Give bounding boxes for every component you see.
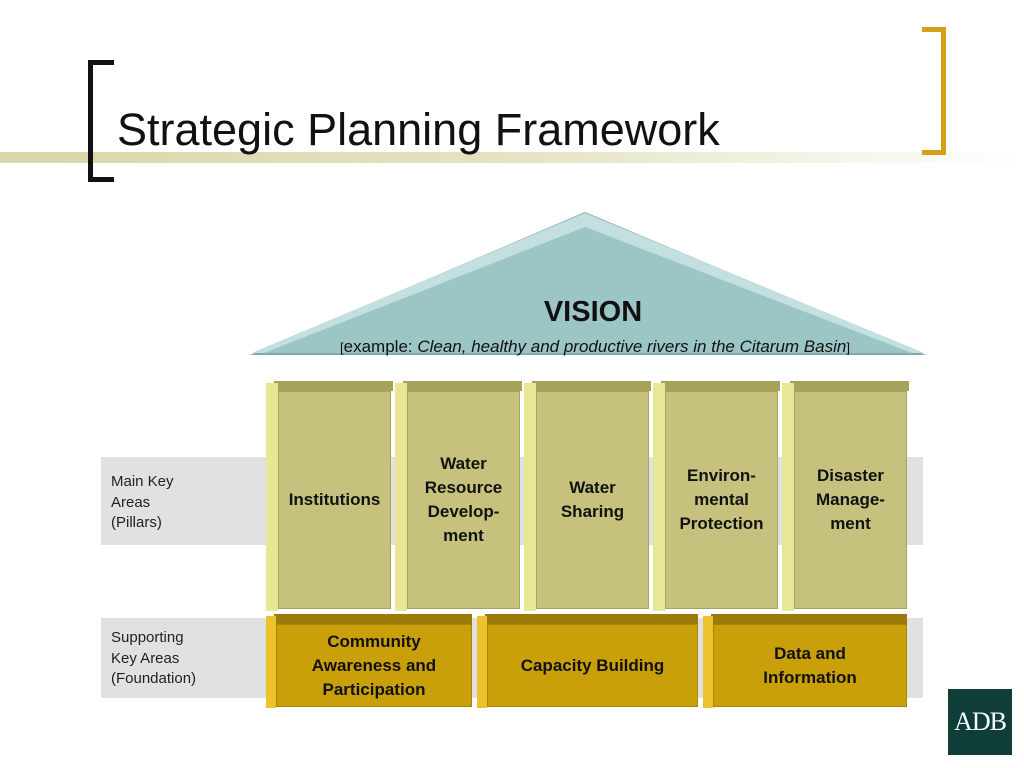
foundation-face: Data and Information bbox=[713, 624, 907, 707]
pillar-label-line: Manage- bbox=[816, 490, 885, 509]
vision-example-text: Clean, healthy and productive rivers in … bbox=[417, 337, 847, 356]
foundation-side bbox=[703, 616, 713, 708]
pillar-face: Disaster Manage- ment bbox=[794, 391, 907, 609]
pillar-face: Institutions bbox=[278, 391, 391, 609]
pillar-label-line: Protection bbox=[679, 514, 764, 533]
pillar-water-resource-development: Water Resource Develop- ment bbox=[395, 381, 522, 611]
band-label-line: Main Key bbox=[111, 473, 174, 490]
foundation-top bbox=[485, 614, 698, 624]
vision-example-prefix: example: bbox=[343, 337, 418, 356]
foundation-side bbox=[266, 616, 276, 708]
pillar-label-line: ment bbox=[830, 514, 871, 533]
pillar-label-line: Environ- bbox=[687, 466, 756, 485]
pillar-label-line: Water bbox=[569, 478, 616, 497]
band-label-line: Areas bbox=[111, 493, 151, 511]
left-bracket-decoration bbox=[88, 60, 114, 182]
foundation-top bbox=[711, 614, 907, 624]
vision-example: [example: Clean, healthy and productive … bbox=[260, 337, 930, 357]
foundation-label-line: Participation bbox=[322, 679, 426, 699]
foundation-data-information: Data and Information bbox=[703, 614, 907, 708]
foundation-face: Capacity Building bbox=[487, 624, 698, 707]
vision-roof bbox=[250, 212, 926, 355]
vision-title: VISION bbox=[543, 296, 643, 328]
pillar-top bbox=[790, 381, 909, 391]
pillar-side bbox=[266, 383, 278, 611]
slide-title: Strategic Planning Framework bbox=[117, 104, 720, 155]
foundation-label-line: Data and bbox=[774, 643, 846, 663]
pillar-face: Environ- mental Protection bbox=[665, 391, 778, 609]
main-key-areas-label: Main Key Areas (Pillars) bbox=[111, 472, 174, 534]
pillar-side bbox=[782, 383, 794, 611]
pillar-label-line: Disaster bbox=[816, 466, 885, 485]
adb-logo: ADB bbox=[948, 689, 1012, 755]
pillar-label-line: Institutions bbox=[288, 490, 381, 509]
band-label-line: (Foundation) bbox=[111, 670, 197, 687]
pillar-top bbox=[403, 381, 522, 391]
pillar-top bbox=[661, 381, 780, 391]
foundation-label-line: Community bbox=[327, 631, 421, 651]
band-label-line: (Pillars) bbox=[111, 514, 162, 531]
pillar-label-line: Develop- bbox=[427, 502, 500, 521]
pillar-label-line: Sharing bbox=[560, 502, 625, 521]
bracket-open: [ bbox=[340, 340, 344, 355]
supporting-key-areas-label: Supporting Key Areas (Foundation) bbox=[111, 628, 196, 690]
pillar-side bbox=[653, 383, 665, 611]
foundation-top bbox=[274, 614, 472, 624]
foundation-capacity-building: Capacity Building bbox=[477, 614, 698, 708]
pillar-label-line: mental bbox=[694, 490, 749, 509]
pillar-water-sharing: Water Sharing bbox=[524, 381, 651, 611]
pillar-label-line: ment bbox=[443, 526, 484, 545]
foundation-label-line: Awareness and bbox=[311, 655, 437, 675]
roof-face bbox=[252, 213, 924, 353]
pillar-disaster-management: Disaster Manage- ment bbox=[782, 381, 909, 611]
pillar-side bbox=[395, 383, 407, 611]
title-underline bbox=[0, 152, 1024, 163]
foundation-community-awareness: Community Awareness and Participation bbox=[266, 614, 472, 708]
pillar-environmental-protection: Environ- mental Protection bbox=[653, 381, 780, 611]
pillar-label-line: Water bbox=[440, 454, 487, 473]
pillar-face: Water Sharing bbox=[536, 391, 649, 609]
pillar-label-line: Resource bbox=[424, 478, 503, 497]
pillar-side bbox=[524, 383, 536, 611]
pillar-face: Water Resource Develop- ment bbox=[407, 391, 520, 609]
foundation-face: Community Awareness and Participation bbox=[276, 624, 472, 707]
bracket-close: ] bbox=[846, 340, 850, 355]
pillar-institutions: Institutions bbox=[266, 381, 393, 611]
foundation-label-line: Capacity Building bbox=[520, 655, 665, 675]
band-label-line: Supporting bbox=[111, 629, 184, 646]
right-bracket-decoration bbox=[922, 27, 946, 155]
pillar-top bbox=[274, 381, 393, 391]
foundation-label-line: Information bbox=[763, 667, 857, 687]
pillar-top bbox=[532, 381, 651, 391]
band-label-line: Key Areas bbox=[111, 649, 180, 667]
foundation-side bbox=[477, 616, 487, 708]
